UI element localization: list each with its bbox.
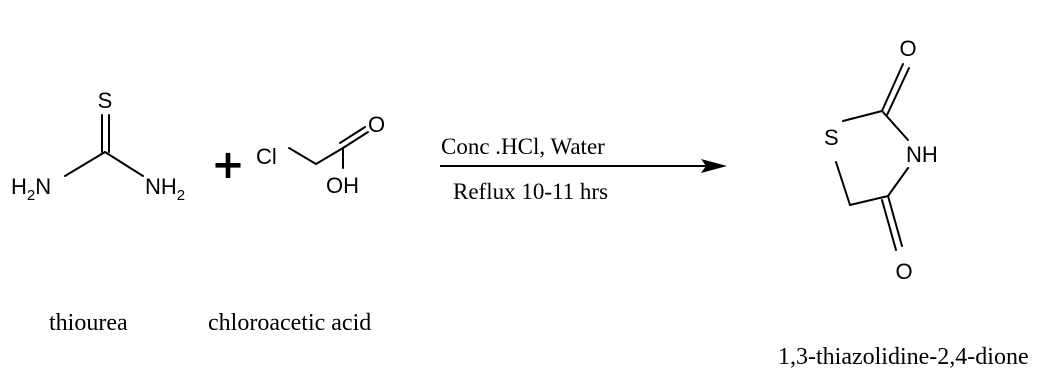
thiourea-cn-bond-right: [104, 151, 144, 177]
ring-sulfur-label: S: [824, 125, 839, 150]
thiourea-amine-left-label: H2N: [11, 174, 51, 204]
cc-bond: [315, 147, 344, 165]
condition-reagents: Conc .HCl, Water: [441, 134, 605, 159]
c4-o-double-bond-b: [881, 199, 897, 251]
chloroacetic-acid-structure: Cl O OH: [256, 112, 385, 198]
ring-c4-c5-bond: [849, 195, 889, 206]
c2-o-double-bond-b: [886, 67, 910, 116]
ccl-bond: [288, 147, 317, 165]
thiourea-amine-right-label: NH2: [145, 174, 185, 204]
hydroxyl-label: OH: [326, 173, 359, 198]
plus-sign: +: [211, 142, 245, 188]
condition-time: Reflux 10-11 hrs: [453, 179, 608, 204]
chloroacetic-acid-name: chloroacetic acid: [208, 310, 371, 336]
c4-o-double-bond-a: [887, 195, 903, 247]
bottom-carbonyl-oxygen-label: O: [895, 259, 912, 284]
thiourea-sulfur-label: S: [98, 88, 113, 113]
thiazolidinedione-structure: S NH O O: [824, 36, 938, 284]
ring-n-c4-bond: [887, 167, 909, 197]
ring-c2-n-bond: [881, 110, 909, 141]
thiourea-cn-bond-left: [64, 151, 106, 177]
carbonyl-oxygen-label: O: [368, 112, 385, 137]
arrow-head: [701, 159, 727, 173]
co-double-bond-a: [342, 131, 369, 149]
ring-s-c2-bond: [842, 110, 883, 122]
ring-c5-s-bond: [835, 161, 851, 206]
product-name: 1,3-thiazolidine-2,4-dione: [778, 344, 1029, 370]
co-double-bond-b: [339, 126, 366, 144]
reaction-arrow: [440, 159, 727, 173]
thiourea-name: thiourea: [49, 310, 128, 336]
chlorine-label: Cl: [256, 144, 277, 169]
ring-nh-label: NH: [906, 142, 938, 167]
top-carbonyl-oxygen-label: O: [899, 36, 916, 61]
c2-o-double-bond-a: [881, 63, 904, 112]
thiourea-structure: S H2N NH2: [11, 88, 185, 204]
